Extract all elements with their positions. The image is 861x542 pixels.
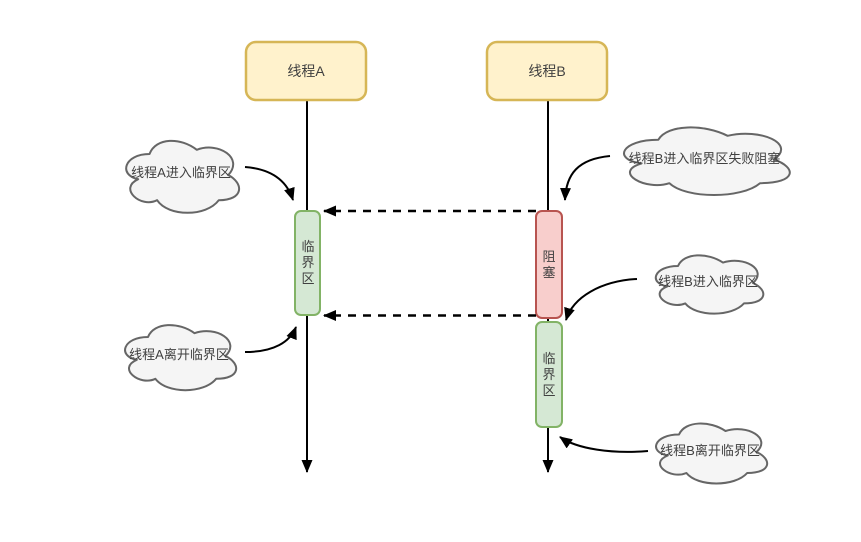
arrow-thread-a-enter[interactable] bbox=[244, 166, 295, 201]
arrow-thread-b-leave[interactable] bbox=[559, 436, 649, 453]
cloud-thread-b-leave[interactable] bbox=[655, 422, 768, 485]
thread-a-critical-section-box[interactable] bbox=[294, 210, 321, 316]
thread-b-critical-section-box[interactable] bbox=[535, 321, 563, 428]
thread-b-blocked-box[interactable] bbox=[535, 210, 563, 319]
cloud-thread-a-enter[interactable] bbox=[125, 139, 240, 214]
cloud-thread-b-enter[interactable] bbox=[654, 254, 765, 315]
thread-a-box[interactable] bbox=[244, 40, 368, 102]
cloud-thread-a-leave[interactable] bbox=[124, 324, 237, 392]
arrow-thread-a-leave[interactable] bbox=[244, 326, 297, 353]
arrow-thread-b-enter-fail[interactable] bbox=[559, 155, 611, 201]
arrow-thread-b-enter[interactable] bbox=[564, 278, 638, 321]
cloud-thread-b-enter-fail[interactable] bbox=[623, 126, 791, 196]
thread-b-box[interactable] bbox=[485, 40, 609, 102]
